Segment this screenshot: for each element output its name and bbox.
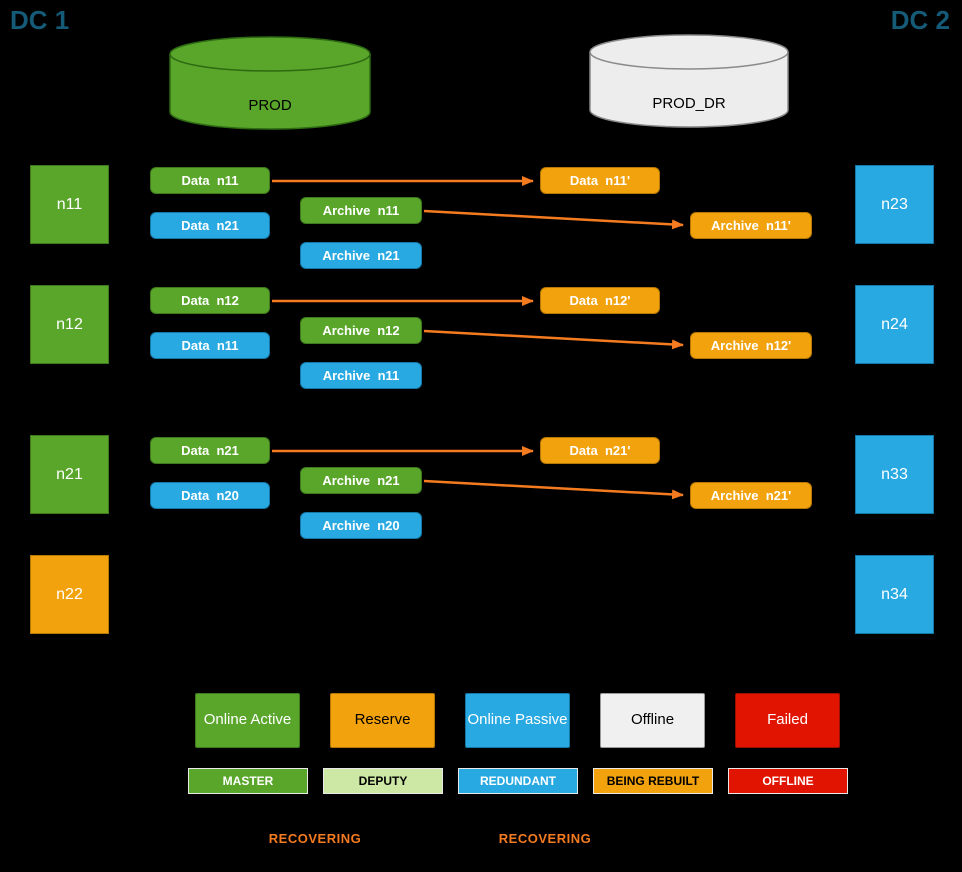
node-n12: n12 <box>30 285 109 364</box>
dc1-label: DC 1 <box>10 5 70 35</box>
dr-data-pill: Data n12' <box>540 287 660 314</box>
node-n34: n34 <box>855 555 934 634</box>
recovery-arrow <box>423 329 684 350</box>
dr-data-pill: Data n21' <box>540 437 660 464</box>
dr-data-pill: Data n11' <box>540 167 660 194</box>
data-pill: Data n11 <box>150 167 270 194</box>
prod-dr-database-cylinder: PROD_DR <box>585 30 793 130</box>
legend-reserve: Reserve <box>330 693 435 748</box>
recovery-arrow <box>423 209 684 230</box>
node-n21: n21 <box>30 435 109 514</box>
legend-master: MASTER <box>188 768 308 794</box>
prod-database-label: PROD <box>248 97 292 114</box>
data-pill: Data n20 <box>150 482 270 509</box>
archive-pill: Archive n21 <box>300 467 422 494</box>
legend-redundant: REDUNDANT <box>458 768 578 794</box>
archive-pill: Archive n11 <box>300 197 422 224</box>
recovering-label-left: RECOVERING <box>268 831 362 846</box>
data-pill: Data n21 <box>150 437 270 464</box>
legend-failed: Failed <box>735 693 840 748</box>
dr-archive-pill: Archive n12' <box>690 332 812 359</box>
data-pill: Data n11 <box>150 332 270 359</box>
dc2-label: DC 2 <box>890 5 950 35</box>
dr-archive-pill: Archive n11' <box>690 212 812 239</box>
legend-being-rebuilt: BEING REBUILT <box>593 768 713 794</box>
archive-pill: Archive n20 <box>300 512 422 539</box>
dr-archive-pill: Archive n21' <box>690 482 812 509</box>
node-n24: n24 <box>855 285 934 364</box>
archive-pill: Archive n21 <box>300 242 422 269</box>
node-n33: n33 <box>855 435 934 514</box>
node-n11: n11 <box>30 165 109 244</box>
node-n23: n23 <box>855 165 934 244</box>
legend-online-active: Online Active <box>195 693 300 748</box>
prod-database-cylinder: PROD <box>165 32 375 132</box>
node-n22: n22 <box>30 555 109 634</box>
archive-pill: Archive n12 <box>300 317 422 344</box>
prod-dr-database-label: PROD_DR <box>652 95 726 112</box>
legend-offline-role: OFFLINE <box>728 768 848 794</box>
legend-offline: Offline <box>600 693 705 748</box>
recovery-arrow <box>423 479 684 500</box>
data-pill: Data n12 <box>150 287 270 314</box>
recovering-label-right: RECOVERING <box>498 831 592 846</box>
data-pill: Data n21 <box>150 212 270 239</box>
cylinder-shape-icon <box>169 36 371 130</box>
archive-pill: Archive n11 <box>300 362 422 389</box>
legend-deputy: DEPUTY <box>323 768 443 794</box>
cylinder-shape-icon <box>589 34 789 128</box>
legend-online-passive: Online Passive <box>465 693 570 748</box>
